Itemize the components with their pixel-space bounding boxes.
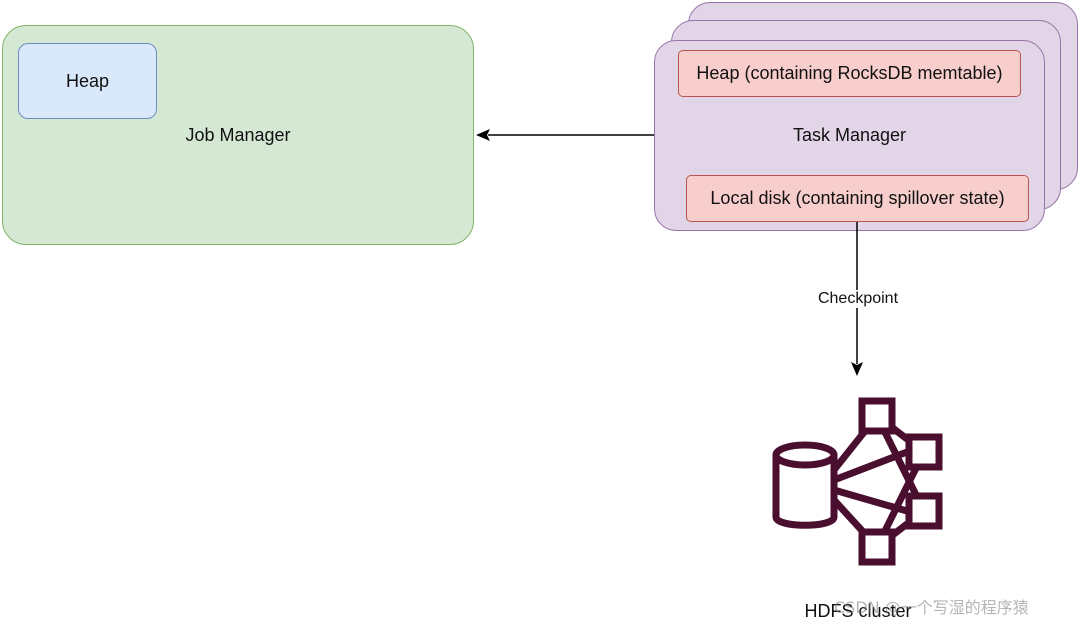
- hdfs-cluster-icon: [772, 397, 943, 566]
- task-manager-label: Task Manager: [792, 125, 907, 145]
- task-manager-disk-label: Local disk (containing spillover state): [710, 188, 1005, 208]
- task-to-job-arrow: [476, 129, 654, 141]
- watermark: CSDN @一个写湿的程序猿: [834, 598, 1029, 617]
- task-manager-heap-label: Heap (containing RocksDB memtable): [696, 63, 1003, 83]
- checkpoint-label: Checkpoint: [806, 290, 910, 308]
- task-manager-disk-box: Local disk (containing spillover state): [686, 175, 1029, 222]
- job-manager-heap-box: Heap: [18, 43, 157, 119]
- job-manager-heap-label: Heap: [65, 70, 110, 91]
- hdfs-cluster-label: HDFS cluster: [804, 601, 912, 621]
- job-manager-label: Job Manager: [185, 125, 291, 145]
- task-manager-heap-box: Heap (containing RocksDB memtable): [678, 50, 1021, 97]
